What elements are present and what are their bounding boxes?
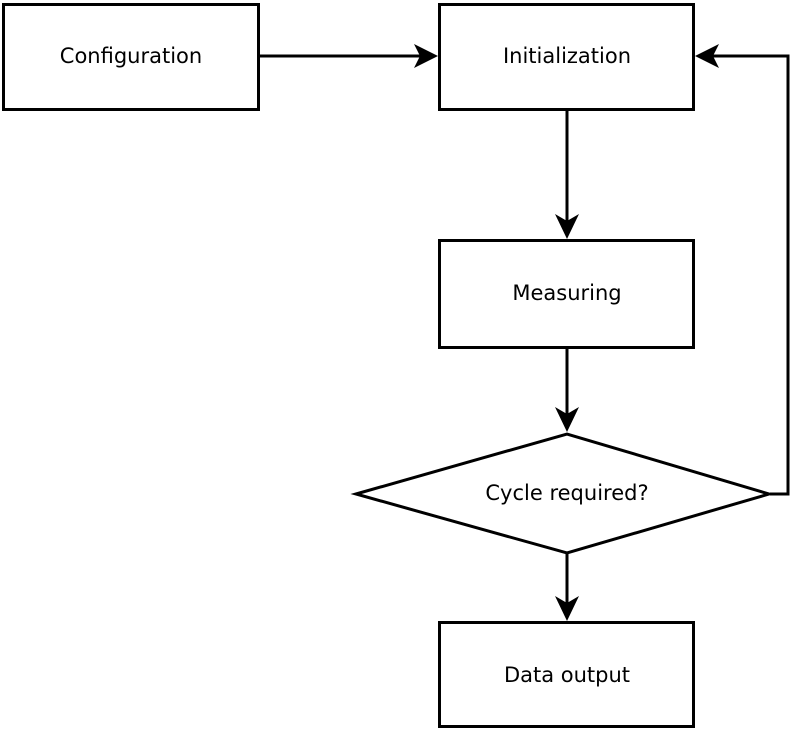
arrow-head-right-into-initialization [414,44,438,68]
arrow-head-down-into-measuring [555,214,579,239]
edge-decision-to-data-output [555,554,579,621]
edge-decision-to-initialization-loop [695,44,790,496]
initialization-label: Initialization [503,44,631,68]
data-output-label: Data output [504,663,630,687]
decision-diamond[interactable] [350,432,775,555]
edge-measuring-to-decision [555,349,579,432]
node-decision[interactable]: Cycle required? [350,432,775,555]
node-measuring[interactable]: Measuring [438,239,695,349]
edge-configuration-to-initialization [260,44,438,68]
node-data-output[interactable]: Data output [438,621,695,728]
measuring-label: Measuring [512,281,621,305]
data-output-box[interactable] [438,621,695,728]
configuration-label: Configuration [60,44,202,68]
edge-initialization-to-measuring [555,111,579,239]
node-initialization[interactable]: Initialization [438,3,695,111]
decision-label: Cycle required? [485,481,648,505]
edge-line-feedback-loop [710,54,790,496]
node-configuration[interactable]: Configuration [2,3,260,111]
measuring-box[interactable] [438,239,695,349]
arrow-head-down-into-decision [555,407,579,432]
arrow-head-left-into-initialization [695,44,719,68]
initialization-box[interactable] [438,3,695,111]
configuration-box[interactable] [2,3,260,111]
arrow-head-down-into-data-output [555,596,579,621]
